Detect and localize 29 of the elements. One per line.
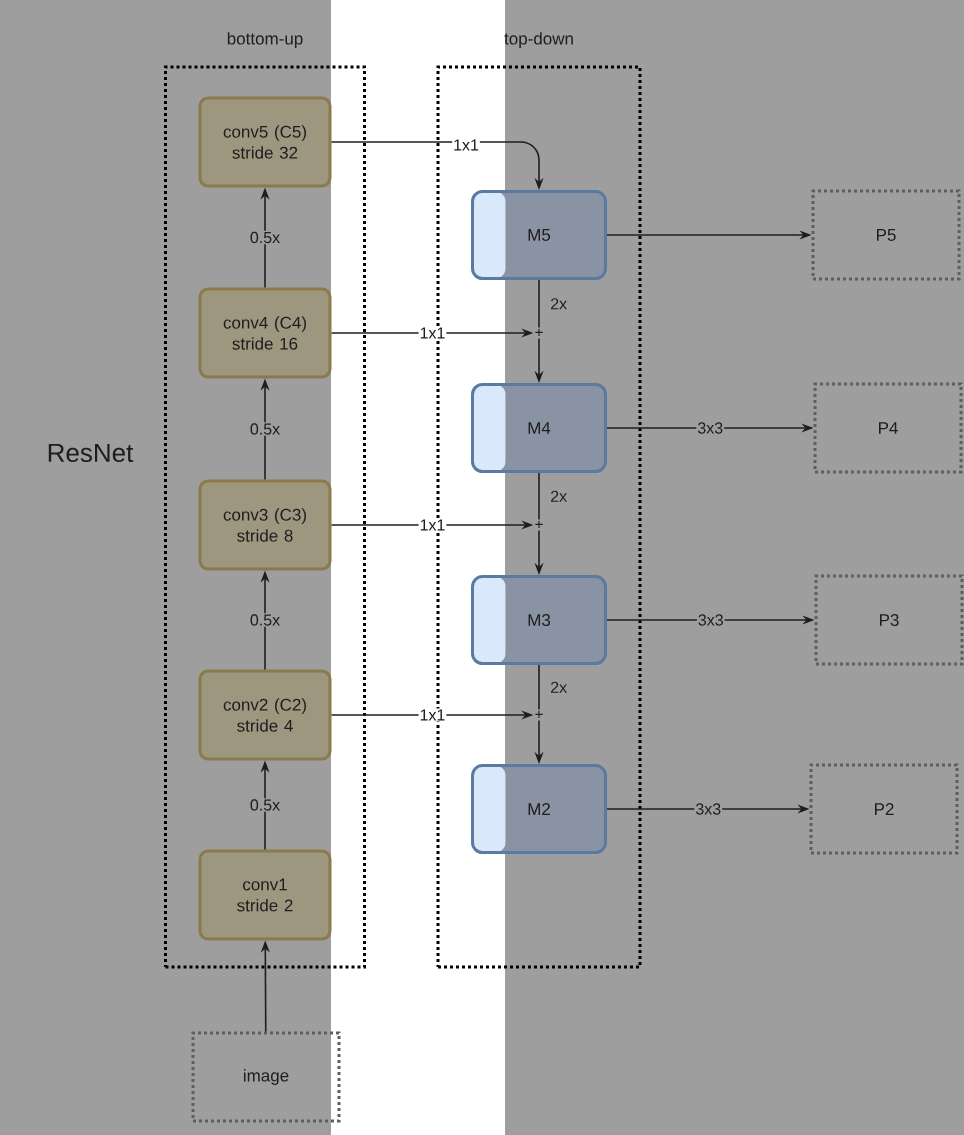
dashed-box: P3 [814, 574, 964, 666]
plus-sign: + [535, 520, 543, 528]
conv-block: conv3 (C3) stride 8 [198, 479, 332, 571]
side-label: ResNet [48, 443, 134, 463]
plus-sign: + [535, 328, 543, 336]
feature-box: M3 [471, 575, 607, 665]
edge-label: 0.5x [248, 422, 282, 436]
edge-label: 1x1 [452, 138, 480, 152]
edge-label: 0.5x [248, 798, 282, 812]
conv-block: conv1 stride 2 [198, 849, 332, 941]
feature-box: M5 [471, 190, 607, 280]
plus-sign: + [535, 710, 543, 718]
dashed-box: P5 [811, 189, 961, 281]
conv-block: conv2 (C2) stride 4 [198, 669, 332, 761]
edge-label: 3x3 [696, 613, 725, 627]
feature-box: M2 [471, 764, 607, 854]
edge-label: 2x [551, 490, 567, 502]
dashed-box: P4 [813, 382, 963, 474]
edge-label: 2x [551, 681, 567, 693]
node-label: bottom-up [227, 32, 303, 48]
feature-box: M4 [471, 383, 607, 473]
dashed-box: image [191, 1031, 341, 1123]
edge-label: 3x3 [696, 421, 725, 435]
conv-block: conv4 (C4) stride 16 [198, 287, 332, 379]
conv-block: conv5 (C5) stride 32 [198, 96, 332, 188]
edge-label: 2x [551, 298, 567, 310]
dashed-box: P2 [809, 763, 959, 855]
edge-label: 3x3 [694, 802, 723, 816]
edge-label: 0.5x [248, 613, 282, 627]
